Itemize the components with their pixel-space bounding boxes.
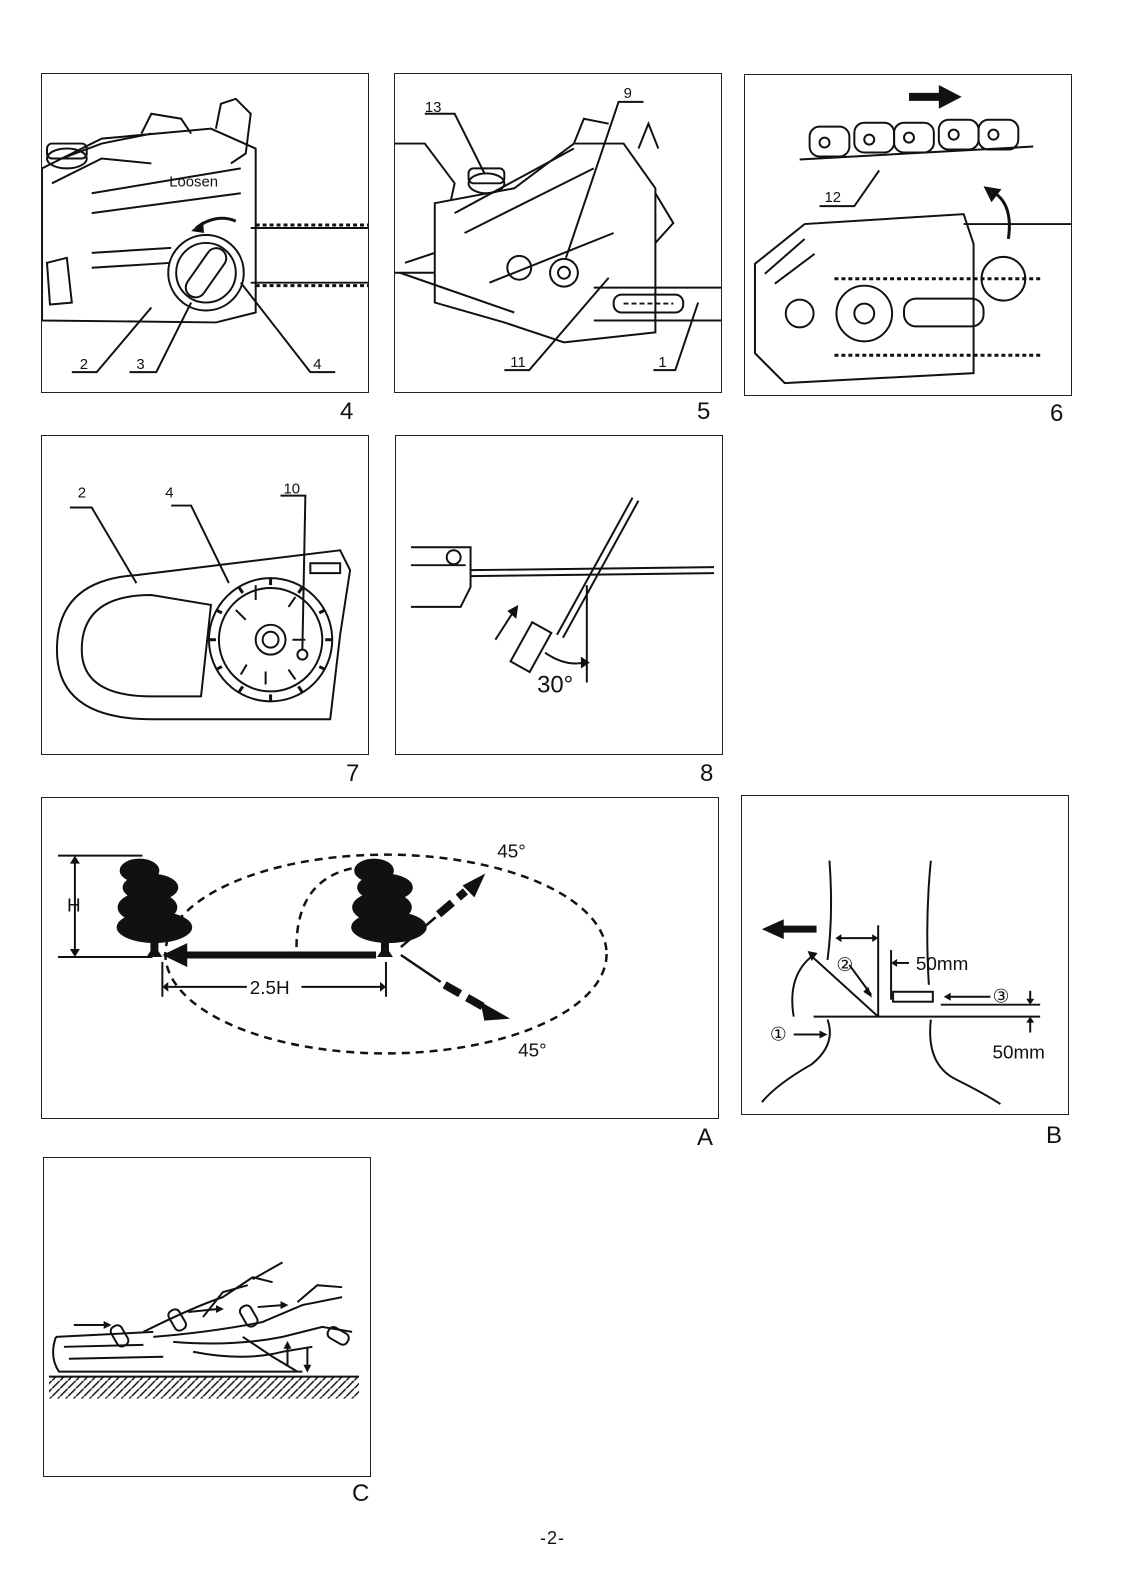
step-1-label: ① xyxy=(770,1024,787,1045)
page-number: -2- xyxy=(540,1528,565,1549)
dim-bottom-label: 50mm xyxy=(992,1042,1044,1063)
figure-b-panel: ② 50mm ③ ① 50mm xyxy=(741,795,1069,1115)
figure-5-labels: 13 9 11 1 xyxy=(395,74,721,392)
callout-2: 2 xyxy=(78,486,86,502)
figure-7-panel: 2 4 10 xyxy=(41,435,369,755)
step-2-label: ② xyxy=(836,955,853,976)
figure-8-panel: 30° xyxy=(395,435,723,755)
callout-4: 4 xyxy=(165,486,173,502)
figure-7-labels: 2 4 10 xyxy=(42,436,368,754)
step-3-label: ③ xyxy=(992,987,1009,1008)
figure-5-panel: 13 9 11 1 xyxy=(394,73,722,393)
callout-1: 1 xyxy=(658,355,666,371)
callout-12: 12 xyxy=(825,190,842,206)
loosen-label: Loosen xyxy=(169,174,218,190)
distance-label: 2.5H xyxy=(250,978,290,999)
figure-8-labels: 30° xyxy=(396,436,722,754)
callout-9: 9 xyxy=(624,86,632,102)
callout-4: 4 xyxy=(313,357,321,373)
figure-4-panel: Loosen 2 3 4 xyxy=(41,73,369,393)
figure-b-letter: B xyxy=(1046,1124,1062,1148)
figure-8-number: 8 xyxy=(700,762,713,786)
callout-11: 11 xyxy=(510,355,525,371)
callout-3: 3 xyxy=(136,357,144,373)
dim-top-label: 50mm xyxy=(916,954,968,975)
figure-c-illustration xyxy=(44,1158,370,1476)
figure-a-panel: H 2.5H 45° 45° xyxy=(41,797,719,1119)
figure-b-labels: ② 50mm ③ ① 50mm xyxy=(742,796,1068,1114)
angle-30-label: 30° xyxy=(537,671,573,698)
figure-c-panel xyxy=(43,1157,371,1477)
callout-10: 10 xyxy=(284,482,301,498)
figure-6-labels: 12 xyxy=(745,75,1071,395)
figure-7-number: 7 xyxy=(346,762,359,786)
figure-6-number: 6 xyxy=(1050,402,1063,426)
figure-4-labels: Loosen 2 3 4 xyxy=(42,74,368,392)
figure-a-letter: A xyxy=(697,1126,713,1150)
angle-top-label: 45° xyxy=(497,842,526,863)
figure-6-panel: 12 xyxy=(744,74,1072,396)
callout-13: 13 xyxy=(425,100,442,116)
angle-bottom-label: 45° xyxy=(518,1040,547,1061)
figure-c-letter: C xyxy=(352,1482,369,1506)
height-label: H xyxy=(67,895,81,916)
figure-5-number: 5 xyxy=(697,400,710,424)
callout-2: 2 xyxy=(80,357,88,373)
figure-4-number: 4 xyxy=(340,400,353,424)
figure-a-labels: H 2.5H 45° 45° xyxy=(42,798,718,1118)
